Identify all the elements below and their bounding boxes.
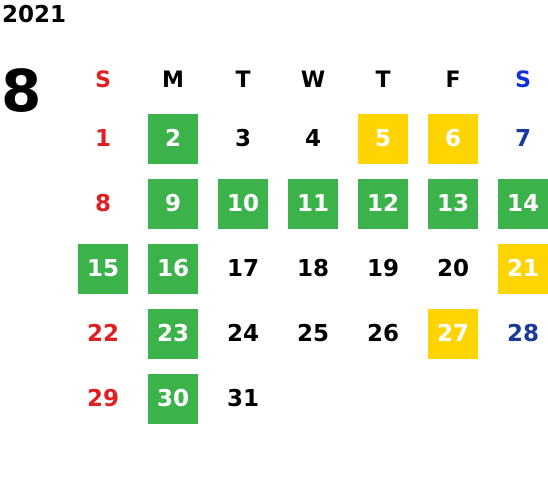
day-cell[interactable]: 2 — [138, 106, 208, 171]
day-green-highlight: 10 — [218, 178, 268, 229]
weekday-monday: M — [162, 67, 184, 93]
day-cell[interactable]: 11 — [278, 171, 348, 236]
day-number: 25 — [296, 320, 329, 347]
day-green-highlight: 2 — [148, 113, 198, 164]
day-number: 19 — [366, 255, 399, 282]
day-number: 8 — [94, 190, 111, 217]
day-cell[interactable]: 23 — [138, 301, 208, 366]
day-cell[interactable]: 20 — [418, 236, 488, 301]
day-cell[interactable]: 3 — [208, 106, 278, 171]
day-cell[interactable]: 8 — [68, 171, 138, 236]
day-cell[interactable]: 21 — [488, 236, 548, 301]
day-cell[interactable]: 28 — [488, 301, 548, 366]
weekday-friday: F — [445, 67, 461, 93]
day-cell[interactable]: 12 — [348, 171, 418, 236]
day-number: 28 — [506, 320, 539, 347]
day-yellow-highlight: 6 — [428, 113, 478, 164]
day-number: 1 — [94, 125, 111, 152]
day-cell[interactable]: 18 — [278, 236, 348, 301]
day-green-highlight: 23 — [148, 308, 198, 359]
day-green-highlight: 15 — [78, 243, 128, 294]
day-cell[interactable]: 22 — [68, 301, 138, 366]
week-row: 8 9 10 11 12 13 14 — [68, 171, 548, 236]
week-row: 29 30 31 — [68, 366, 548, 431]
day-cell[interactable]: 1 — [68, 106, 138, 171]
day-number: 7 — [514, 125, 531, 152]
day-yellow-highlight: 5 — [358, 113, 408, 164]
day-number: 18 — [296, 255, 329, 282]
day-green-highlight: 30 — [148, 373, 198, 424]
day-cell[interactable]: 7 — [488, 106, 548, 171]
day-number: 31 — [226, 385, 259, 412]
day-number: 24 — [226, 320, 259, 347]
day-cell[interactable]: 27 — [418, 301, 488, 366]
weekday-tuesday: T — [235, 67, 251, 93]
day-number: 29 — [86, 385, 119, 412]
day-green-highlight: 14 — [498, 178, 548, 229]
day-cell[interactable]: 13 — [418, 171, 488, 236]
day-number: 17 — [226, 255, 259, 282]
day-cell[interactable]: 9 — [138, 171, 208, 236]
day-cell[interactable]: 10 — [208, 171, 278, 236]
day-cell[interactable]: 16 — [138, 236, 208, 301]
day-cell[interactable]: 26 — [348, 301, 418, 366]
day-cell[interactable]: 24 — [208, 301, 278, 366]
day-number: 20 — [436, 255, 469, 282]
day-cell[interactable]: 17 — [208, 236, 278, 301]
day-cell[interactable]: 5 — [348, 106, 418, 171]
weekday-header-row: S M T W T F S — [68, 54, 548, 106]
day-green-highlight: 16 — [148, 243, 198, 294]
weekday-sunday: S — [95, 67, 111, 93]
weekday-wednesday: W — [300, 67, 326, 93]
day-cell[interactable]: 29 — [68, 366, 138, 431]
day-cell[interactable]: 4 — [278, 106, 348, 171]
month-number: 8 — [1, 57, 42, 125]
day-cell[interactable]: 19 — [348, 236, 418, 301]
day-yellow-highlight: 27 — [428, 308, 478, 359]
day-cell[interactable]: 25 — [278, 301, 348, 366]
day-cell[interactable]: 15 — [68, 236, 138, 301]
day-number: 26 — [366, 320, 399, 347]
week-row: 15 16 17 18 19 20 21 — [68, 236, 548, 301]
weekday-thursday: T — [375, 67, 391, 93]
week-row: 22 23 24 25 26 27 28 — [68, 301, 548, 366]
day-green-highlight: 9 — [148, 178, 198, 229]
day-number: 22 — [86, 320, 119, 347]
day-cell[interactable]: 6 — [418, 106, 488, 171]
day-green-highlight: 11 — [288, 178, 338, 229]
day-cell[interactable]: 14 — [488, 171, 548, 236]
day-green-highlight: 13 — [428, 178, 478, 229]
weekday-saturday: S — [515, 67, 531, 93]
day-cell[interactable]: 31 — [208, 366, 278, 431]
day-cell[interactable]: 30 — [138, 366, 208, 431]
year-label: 2021 — [2, 2, 67, 28]
day-yellow-highlight: 21 — [498, 243, 548, 294]
day-number: 3 — [234, 125, 251, 152]
day-number: 4 — [304, 125, 321, 152]
day-green-highlight: 12 — [358, 178, 408, 229]
